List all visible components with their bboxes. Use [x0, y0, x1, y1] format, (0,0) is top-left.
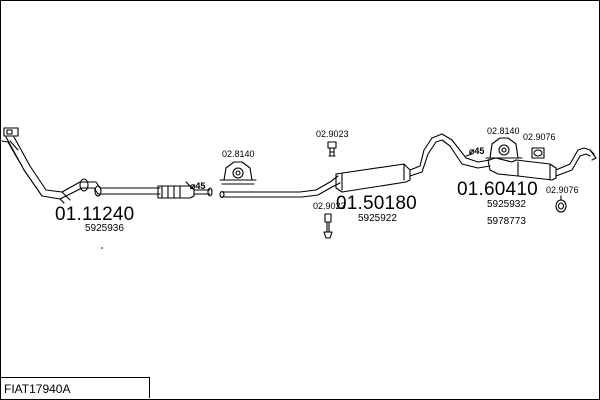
oe-number-center-pipe: 5925922 [358, 213, 397, 224]
oe-number-rear-muffler-2: 5978773 [487, 216, 526, 227]
bolt-lower-icon [323, 213, 333, 239]
mount-label-right: 02.8140 [487, 126, 520, 136]
part-number-rear-muffler: 01.60410 [457, 179, 538, 200]
manifold-flange [3, 127, 19, 137]
rear-muffler [487, 157, 557, 181]
center-pipe-part [219, 133, 491, 199]
mount-label-left: 02.8140 [222, 149, 255, 159]
part-number-front-pipe: 01.11240 [55, 204, 135, 225]
rubber-label-top: 02.9076 [523, 132, 556, 142]
front-pipe-part [1, 127, 161, 204]
center-muffler [335, 163, 411, 193]
rubber-hanger-lower-icon [555, 195, 567, 213]
oe-number-rear-muffler-1: 5925932 [487, 199, 526, 210]
part-number-center-pipe: 01.50180 [336, 193, 417, 214]
bolt-label-top: 02.9023 [316, 129, 349, 139]
rubber-label-bottom: 02.9076 [546, 185, 579, 195]
mounting-clamp-icon [219, 161, 257, 185]
oe-number-front-pipe: 5925936 [85, 223, 124, 234]
mounting-clamp-right-icon [485, 137, 523, 159]
rubber-hanger-icon [531, 147, 545, 159]
diagram-id-box: FIAT17940A [0, 377, 150, 398]
diagram-id: FIAT17940A [4, 382, 71, 396]
clamp-diameter-label: ⌀45 [190, 181, 206, 191]
bolt-icon [327, 141, 337, 157]
rear-muffler-part [487, 147, 597, 181]
clamp-diameter-label-right: ⌀45 [469, 146, 485, 156]
bolt-label-bottom: 02.9023 [313, 201, 346, 211]
